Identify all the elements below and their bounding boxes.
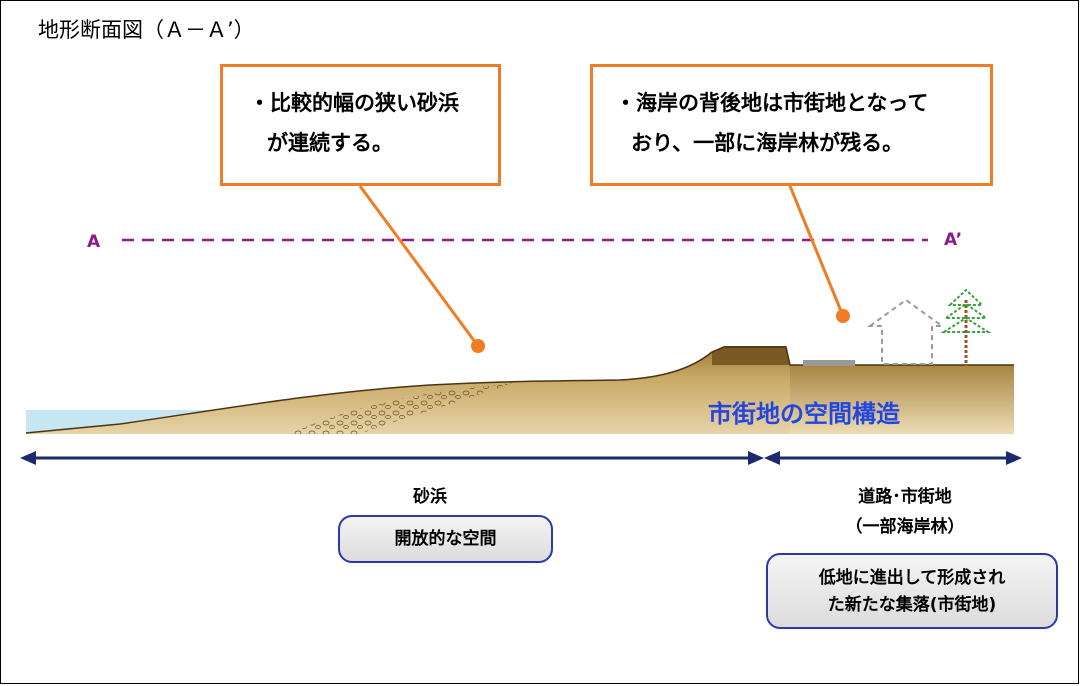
sand-beach-ground [26, 347, 1014, 434]
callout-beach-leader [358, 185, 480, 347]
dune-mound [712, 346, 790, 365]
urban-ground [790, 365, 1014, 434]
section-end-label: A’ [944, 230, 963, 250]
urban-description-line2: た新たな集落(市街地) [827, 595, 997, 615]
callout-city-leader [788, 185, 845, 317]
ground-surface-line [25, 346, 1014, 434]
beach-description-pill: 開放的な空間 [338, 515, 553, 563]
diagram-title: 地形断面図（Ａ－Ａ’） [38, 18, 255, 42]
callout-beach: ・比較的幅の狭い砂浜 が連続する。 [220, 64, 501, 186]
urban-extent-arrow [764, 451, 1022, 465]
urban-description-pill: 低地に進出して形成され た新たな集落(市街地) [766, 553, 1058, 629]
sea-water [26, 410, 210, 433]
beach-segment-label: 砂浜 [413, 487, 447, 507]
beach-description: 開放的な空間 [394, 529, 497, 549]
urban-segment-label: 道路･市街地 [858, 487, 952, 507]
callout-city-dot [836, 309, 850, 323]
road [803, 360, 855, 366]
callout-city: ・海岸の背後地は市街地となって おり、一部に海岸林が残る。 [590, 64, 993, 186]
house-outline [866, 298, 946, 365]
section-start-label: A [87, 232, 101, 252]
callout-city-line2: おり、一部に海岸林が残る。 [631, 131, 904, 155]
callout-beach-line2: が連続する。 [267, 131, 393, 155]
coastal-tree-icon [940, 288, 992, 366]
callout-city-line1: ・海岸の背後地は市街地となって [615, 91, 929, 115]
urban-segment-sublabel: （一部海岸林） [845, 517, 965, 537]
urban-description-line1: 低地に進出して形成され [818, 568, 1006, 588]
beach-extent-arrow [20, 451, 764, 465]
pebble-zone [290, 380, 520, 434]
urban-structure-title: 市街地の空間構造 [708, 400, 900, 428]
callout-beach-line1: ・比較的幅の狭い砂浜 [249, 91, 459, 115]
callout-beach-dot [471, 339, 485, 353]
